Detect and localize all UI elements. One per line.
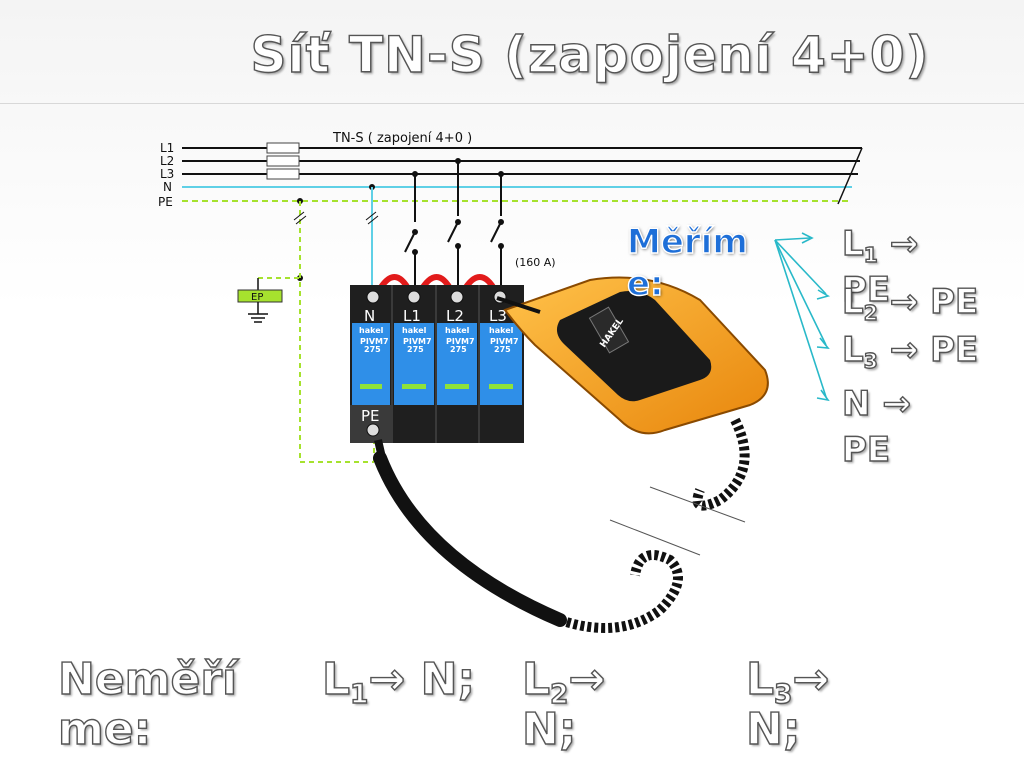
fuse-box-1 [266, 142, 300, 154]
not-measure-item: N; [521, 703, 577, 755]
measure-heading-line1: Měřím [626, 221, 748, 262]
label-l1: L1 [160, 141, 174, 155]
bus-end [837, 147, 863, 205]
svg-text:PIVM7: PIVM7 [360, 337, 389, 346]
measure-item: L1 → [841, 223, 919, 268]
measure-arrows [774, 232, 831, 402]
label-l2: L2 [160, 154, 174, 168]
measure-item: PE [841, 269, 891, 310]
coiled-cord-1 [558, 550, 683, 633]
svg-text:PIVM7: PIVM7 [490, 337, 519, 346]
svg-text:275: 275 [450, 345, 467, 354]
fuse-box-3 [266, 168, 300, 180]
ep-bar [237, 289, 283, 303]
not-measure-item: L2→ [521, 653, 606, 711]
svg-text:hakel: hakel [445, 326, 470, 335]
probe-cable [373, 451, 567, 627]
ep-label: EP [251, 292, 263, 303]
svg-text:PIVM7: PIVM7 [403, 337, 432, 346]
label-pe: PE [158, 195, 173, 209]
line-labels: L1 L2 L3 N PE [158, 141, 174, 209]
title-divider [0, 103, 1024, 104]
diagram-caption: TN-S ( zapojení 4+0 ) [332, 131, 472, 146]
svg-text:275: 275 [407, 345, 424, 354]
svg-text:275: 275 [494, 345, 511, 354]
measure-item: PE [841, 429, 891, 470]
terminal-n: N [364, 307, 375, 325]
svg-text:PIVM7: PIVM7 [446, 337, 475, 346]
probe-tip [374, 439, 390, 476]
not-measure-item: N; [745, 703, 801, 755]
spd-block: N L1 L2 L3 PE hakel hakel hakel hakel PI… [350, 285, 524, 443]
measure-heading-line2: e: [626, 263, 664, 304]
tester-device: HAKEL [496, 276, 769, 435]
svg-text:hakel: hakel [489, 326, 514, 335]
label-n: N [163, 180, 172, 194]
terminal-l1: L1 [403, 307, 421, 325]
not-measure-item: L3→ [745, 653, 830, 711]
svg-text:275: 275 [364, 345, 381, 354]
label-l3: L3 [160, 167, 174, 181]
terminal-l3: L3 [489, 307, 507, 325]
not-measure-heading-line1: Neměří [57, 653, 238, 705]
measure-item: N → [841, 383, 911, 424]
coiled-cord-2 [692, 417, 750, 511]
measure-item: L3 → PE [841, 329, 979, 374]
svg-text:hakel: hakel [402, 326, 427, 335]
phase-drops [404, 161, 502, 285]
terminal-pe: PE [361, 407, 380, 425]
page-title: Síť TN-S (zapojení 4+0) [250, 25, 930, 84]
terminal-l2: L2 [446, 307, 464, 325]
fuse-rating: (160 A) [515, 256, 556, 269]
not-measure-heading-line2: me: [57, 703, 152, 755]
svg-text:hakel: hakel [359, 326, 384, 335]
junction-dots [297, 158, 504, 281]
fuse-box-2 [266, 155, 300, 167]
measure-item: L2 → PE [841, 281, 979, 326]
not-measure-item: L1→ N; [321, 653, 476, 711]
